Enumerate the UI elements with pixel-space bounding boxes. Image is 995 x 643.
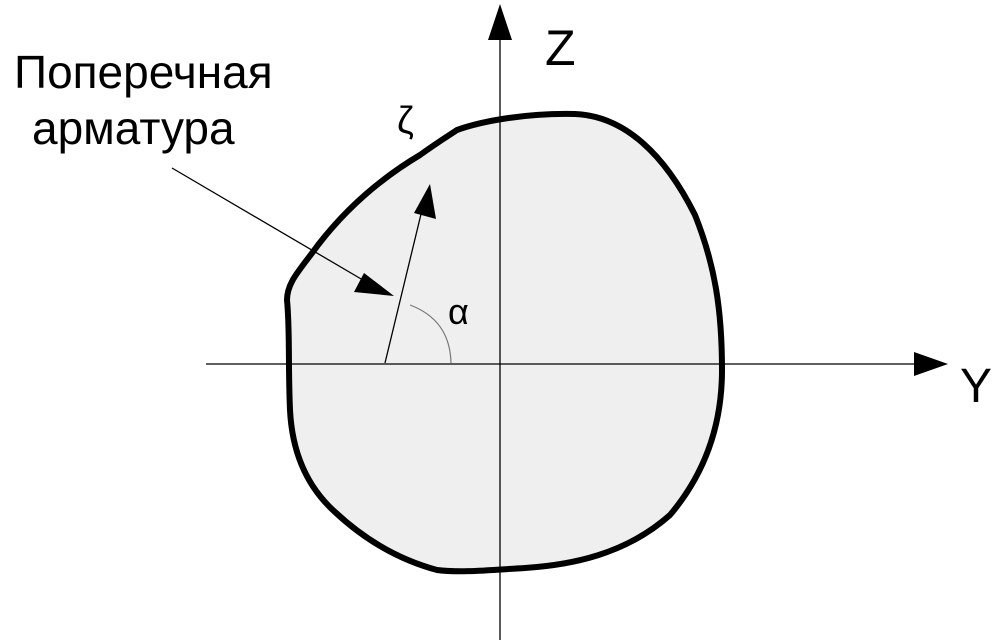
- y-axis-arrowhead: [914, 352, 948, 376]
- z-axis-arrowhead: [488, 4, 512, 40]
- zeta-label: ζ: [397, 100, 414, 142]
- reinforcement-label-line2: арматура: [32, 102, 235, 154]
- zeta-vector-arrowhead: [414, 184, 436, 219]
- alpha-angle-arc: [409, 304, 452, 364]
- zeta-vector-line: [384, 209, 423, 364]
- z-axis-label: Z: [545, 20, 576, 76]
- alpha-label: α: [448, 291, 469, 332]
- reinforcement-leader-arrowhead: [354, 273, 394, 296]
- y-axis-label: Y: [960, 360, 992, 413]
- cross-section-outline: [284, 110, 725, 575]
- reinforcement-leader-line: [171, 167, 369, 284]
- reinforcement-label-line1: Поперечная: [14, 46, 273, 98]
